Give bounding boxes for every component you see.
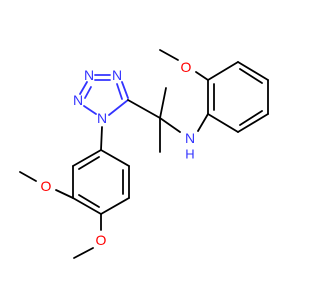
bond-n-n-left bbox=[79, 81, 88, 95]
atom-n1-substituted: N bbox=[97, 110, 107, 126]
bond-ar-6 bbox=[207, 113, 239, 133]
bond-dm-o-left bbox=[55, 189, 74, 199]
tetrazole-ring: N N N N bbox=[73, 67, 129, 126]
bond-ar-inner-2 bbox=[239, 68, 263, 84]
bond-cq-methyl-up bbox=[159, 87, 167, 119]
bond-dm-1 bbox=[100, 149, 130, 167]
bond-ar-o bbox=[195, 71, 209, 81]
atom-o-methoxy-left: O bbox=[41, 178, 52, 194]
bond-o-methyl-top bbox=[159, 49, 179, 61]
atom-o-methoxy-bottom: O bbox=[96, 232, 107, 248]
central-linker: N H bbox=[127, 87, 195, 162]
dimethoxyphenyl-ring: O O bbox=[19, 126, 130, 259]
bond-ar-2 bbox=[207, 61, 239, 81]
atom-o-methoxy-top: O bbox=[181, 59, 192, 75]
bond-ar-3 bbox=[237, 61, 269, 81]
molecule-canvas: N N N N N H bbox=[19, 49, 269, 259]
bond-c5-cq bbox=[127, 99, 161, 119]
atom-n-top-right: N bbox=[112, 67, 122, 83]
structure-drawing: N N N N N H bbox=[19, 49, 269, 259]
atom-nh-h: H bbox=[185, 147, 194, 162]
bond-cq-nh bbox=[159, 117, 181, 133]
bond-n-n-left-double bbox=[84, 86, 92, 99]
bond-n1-aryl bbox=[100, 126, 103, 151]
bond-o-methyl-bottom bbox=[73, 247, 94, 259]
atom-nh-n: N bbox=[185, 130, 195, 146]
bond-dm-3 bbox=[100, 197, 130, 215]
bond-nh-aryl bbox=[197, 113, 209, 132]
bond-ar-5 bbox=[237, 113, 269, 133]
atom-n-left: N bbox=[73, 92, 83, 108]
bond-c5-n1 bbox=[108, 99, 129, 116]
bond-dm-6 bbox=[72, 149, 102, 167]
bond-n-c5-upper-double bbox=[116, 83, 123, 100]
atom-n-top-left: N bbox=[84, 67, 94, 83]
bond-n1-n bbox=[83, 105, 97, 115]
bond-dm-4 bbox=[72, 197, 102, 215]
bond-n-c5-upper bbox=[121, 81, 129, 99]
methoxyphenyl-ring: O bbox=[159, 49, 269, 133]
bond-o-methyl-left bbox=[19, 171, 37, 182]
bond-dm-inner-3 bbox=[78, 156, 100, 170]
bond-dm-inner-2 bbox=[78, 194, 100, 208]
bond-ar-inner-3 bbox=[239, 110, 263, 126]
